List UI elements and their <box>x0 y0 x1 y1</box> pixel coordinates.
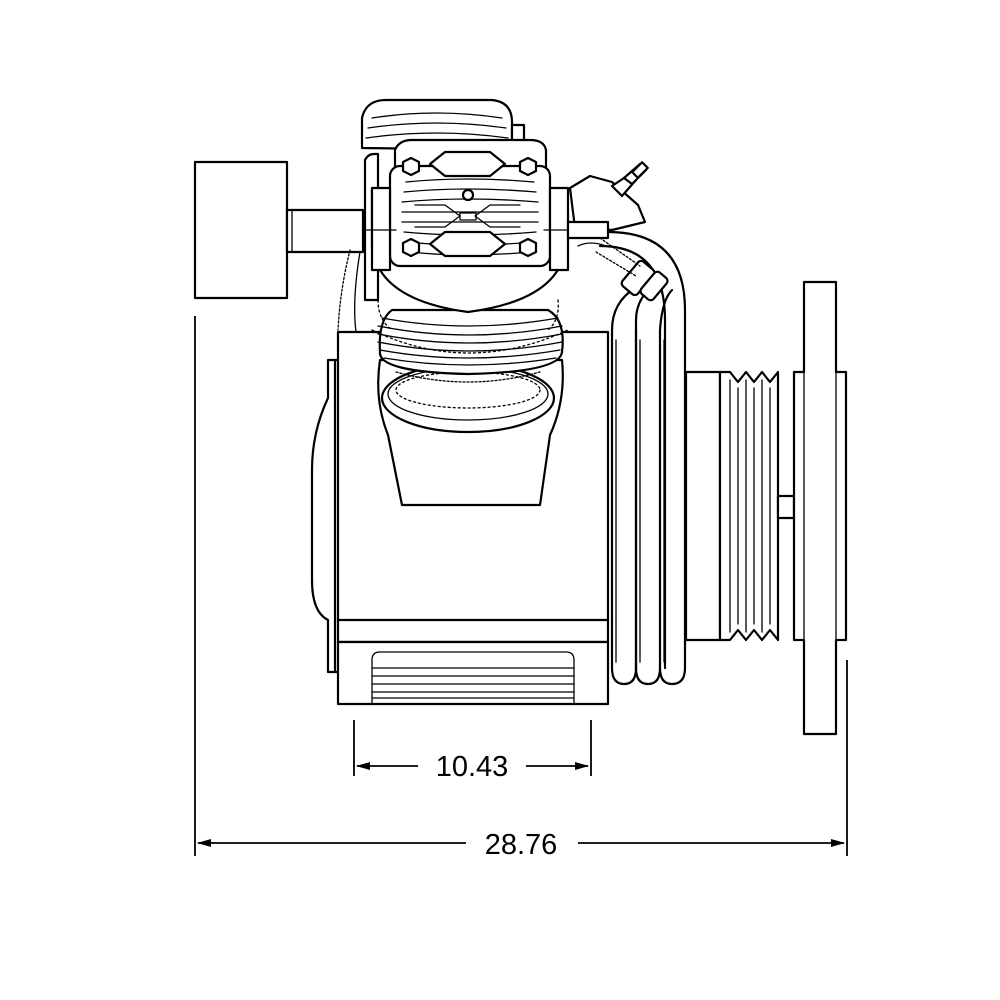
cooling-fins <box>377 317 563 366</box>
base-vent <box>371 651 575 705</box>
pulley <box>684 370 796 642</box>
discharge-valve <box>566 161 649 247</box>
dimension-label-overall: 28.76 <box>485 829 558 861</box>
left-flywheel <box>193 160 365 300</box>
dimension-label-base: 10.43 <box>436 751 509 783</box>
discharge-tubes <box>595 230 687 686</box>
right-flywheel <box>792 280 848 736</box>
head-bolts <box>401 156 538 258</box>
cylinder <box>371 308 569 507</box>
dimension-overall-width: 28.76 <box>194 316 848 861</box>
dimension-base-width: 10.43 <box>353 720 592 783</box>
cylinder-head <box>337 138 575 333</box>
